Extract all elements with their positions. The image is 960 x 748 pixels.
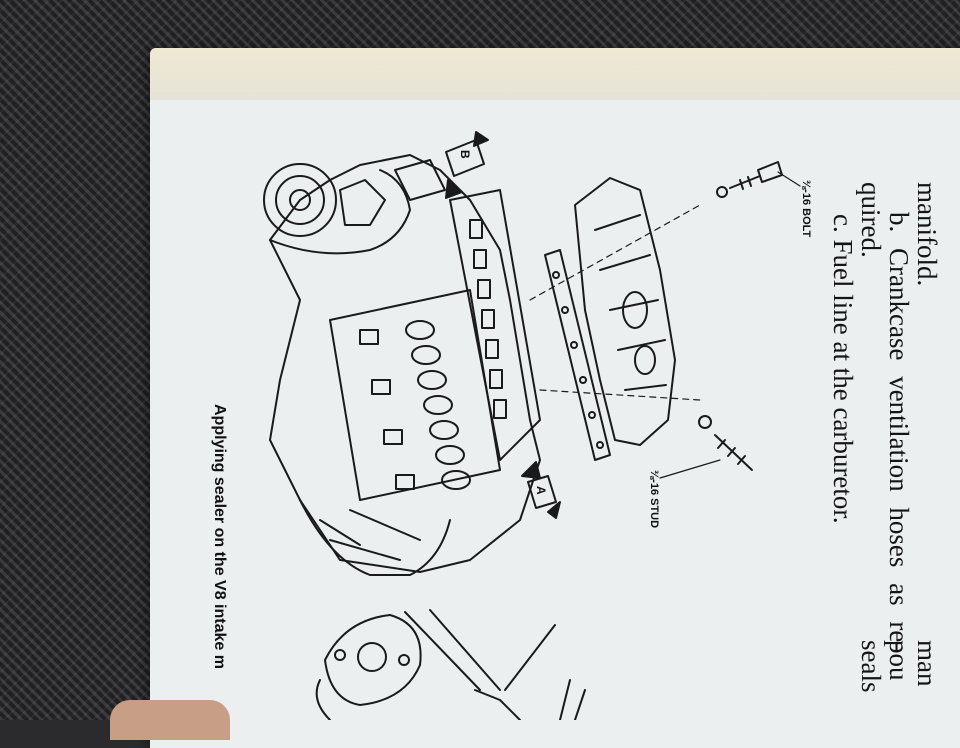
cylinder-head bbox=[449, 189, 541, 461]
stud-icon bbox=[659, 415, 753, 479]
lifters bbox=[405, 320, 471, 490]
arrow-b-label: B bbox=[458, 150, 472, 159]
arrow-a-label: A bbox=[534, 486, 548, 495]
bell-housing bbox=[299, 499, 451, 576]
next-diagram bbox=[315, 609, 586, 720]
intake-gasket bbox=[544, 249, 611, 461]
arrow-b-icon bbox=[445, 131, 489, 199]
page-edge bbox=[150, 48, 960, 100]
figure-caption: Applying sealer on the V8 intake m bbox=[211, 404, 228, 669]
book-page bbox=[150, 48, 960, 748]
valley-ports bbox=[359, 329, 415, 490]
bolt-label: ⅜-16 BOLT bbox=[800, 180, 812, 238]
arrow-a-icon bbox=[521, 461, 561, 519]
intake-manifold bbox=[574, 177, 676, 446]
pulley bbox=[263, 163, 337, 237]
head-ports bbox=[469, 219, 507, 419]
bolt-icon bbox=[716, 161, 801, 198]
lifter-valley bbox=[329, 289, 501, 501]
finger bbox=[110, 700, 230, 740]
engine-block bbox=[269, 154, 541, 573]
timing-cover bbox=[269, 169, 411, 255]
stud-label: ⅜-16 STUD bbox=[648, 470, 660, 529]
engine-diagram bbox=[263, 131, 801, 720]
